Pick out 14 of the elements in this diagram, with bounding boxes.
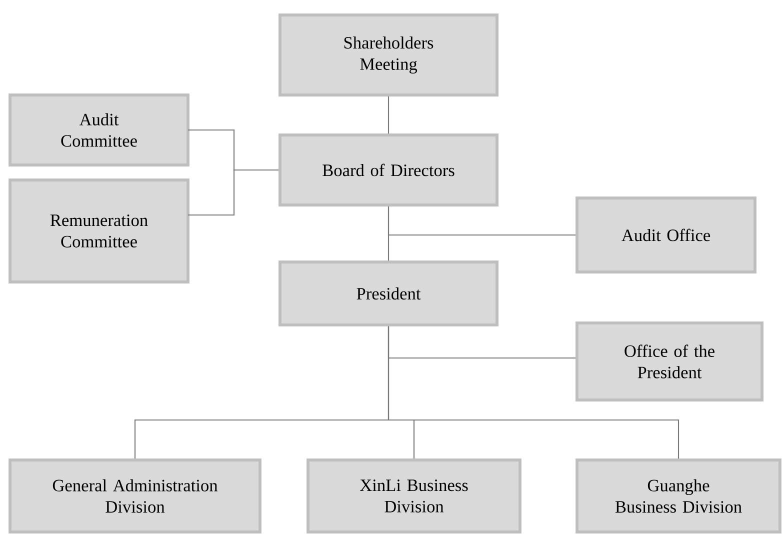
org-box: Remuneration Committee [8,178,190,284]
connector-line [388,96,390,134]
org-box: XinLi Business Division [306,458,522,534]
connector-line [388,326,680,459]
org-box: Guanghe Business Division [576,458,782,534]
org-box: President [278,260,498,326]
org-box: Board of Directors [278,134,498,206]
org-box: Shareholders Meeting [278,14,498,96]
org-box: Audit Committee [8,94,190,166]
connector-line [188,169,278,216]
org-box: Office of the President [576,322,764,402]
org-box: General Administration Division [8,458,262,534]
org-box: Audit Office [576,196,756,274]
connector-line [388,206,390,261]
